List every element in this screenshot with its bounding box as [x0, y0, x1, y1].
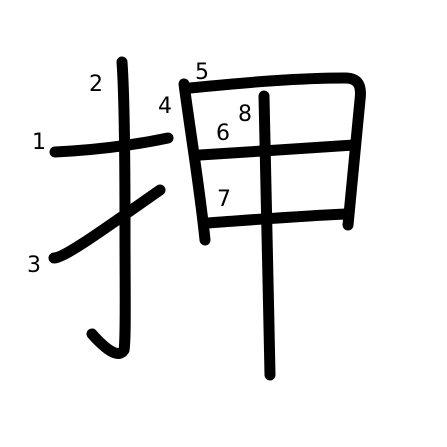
stroke-3 — [48, 184, 166, 264]
stroke-number-6: 6 — [216, 121, 230, 146]
stroke-number-5: 5 — [195, 60, 209, 85]
stroke-number-7: 7 — [217, 187, 231, 212]
stroke-1 — [49, 132, 174, 158]
stroke-6 — [194, 139, 360, 161]
stroke-2 — [86, 56, 131, 359]
stroke-number-4: 4 — [158, 94, 172, 119]
stroke-7 — [201, 208, 352, 229]
stroke-number-8: 8 — [238, 102, 252, 127]
stroke-8 — [258, 90, 276, 381]
stroke-5 — [184, 72, 366, 231]
stroke-4 — [178, 78, 211, 246]
stroke-number-1: 1 — [32, 130, 46, 155]
stroke-number-2: 2 — [89, 72, 103, 97]
stroke-number-3: 3 — [27, 253, 41, 278]
